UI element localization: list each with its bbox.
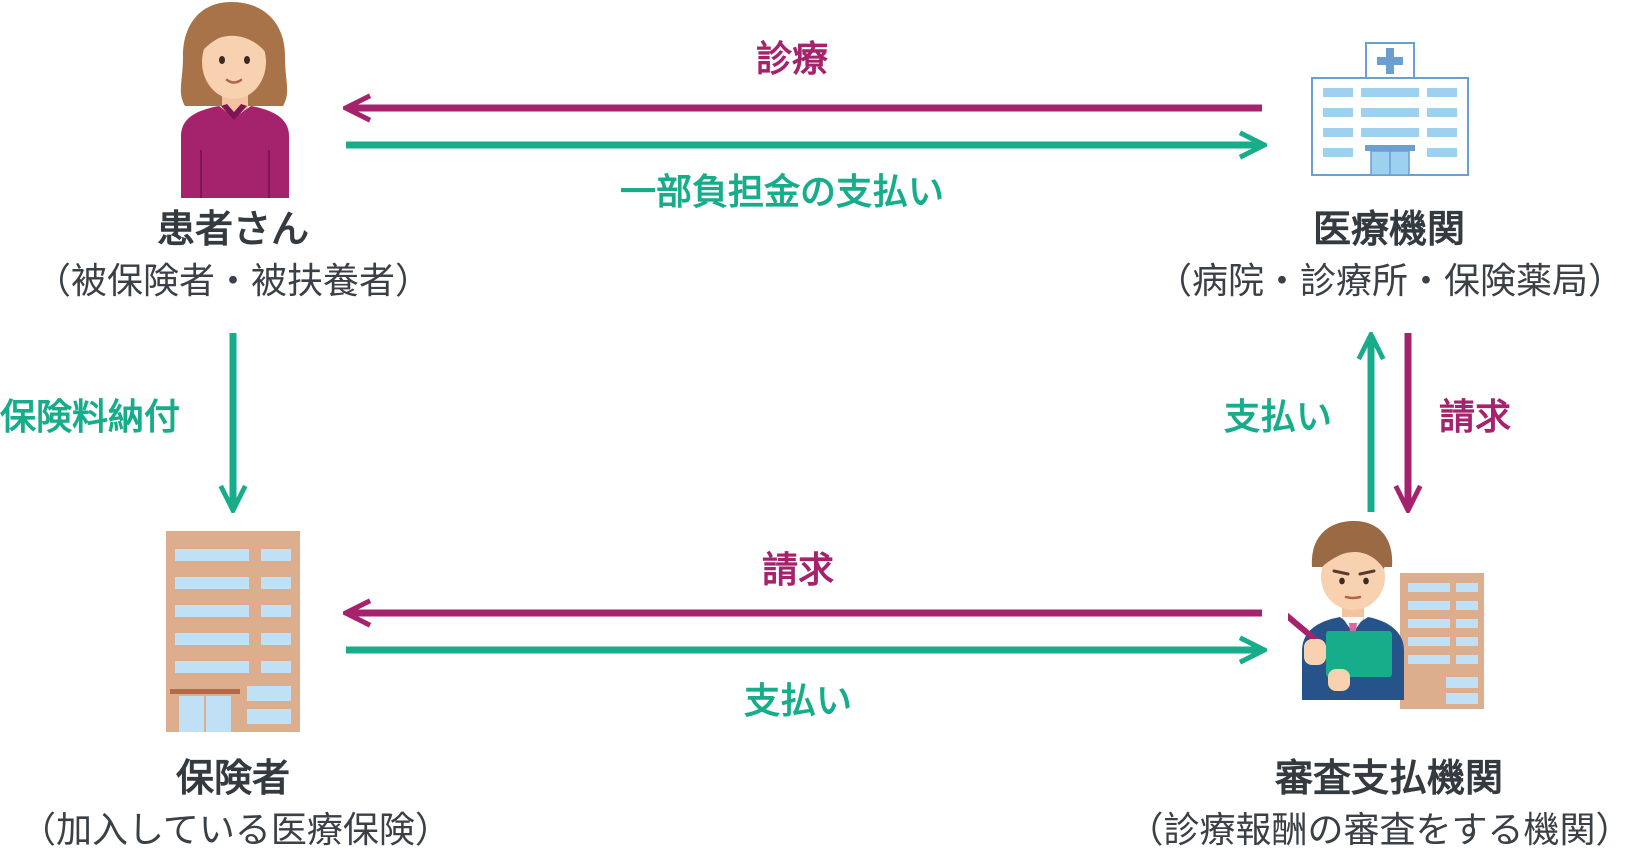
hospital-icon: [1311, 42, 1469, 176]
pay-to-hospital-label: 支払い: [1224, 397, 1333, 438]
review-title: 審査支払機関: [1274, 756, 1503, 800]
woman-patient-icon: [180, 2, 289, 198]
patient-subtitle: （被保険者・被扶養者）: [34, 261, 431, 302]
insurer-building-icon: [166, 531, 300, 732]
claim-from-hospital-label: 請求: [1439, 397, 1512, 438]
treatment-label: 診療: [756, 39, 829, 80]
premium-label: 保険料納付: [0, 397, 181, 438]
claim-to-insurer-label: 請求: [762, 550, 835, 591]
copay-label: 一部負担金の支払い: [620, 172, 945, 213]
hospital-subtitle: （病院・診療所・保険薬局）: [1155, 261, 1624, 302]
insurer-subtitle: （加入している医療保険）: [20, 810, 451, 851]
patient-title: 患者さん: [156, 207, 309, 251]
insurer-title: 保険者: [175, 756, 290, 800]
hospital-title: 医療機関: [1312, 207, 1465, 251]
reviewer-man-icon: [1288, 521, 1484, 709]
review-subtitle: （診療報酬の審査をする機関）: [1127, 810, 1632, 851]
pay-to-review-label: 支払い: [744, 681, 853, 722]
